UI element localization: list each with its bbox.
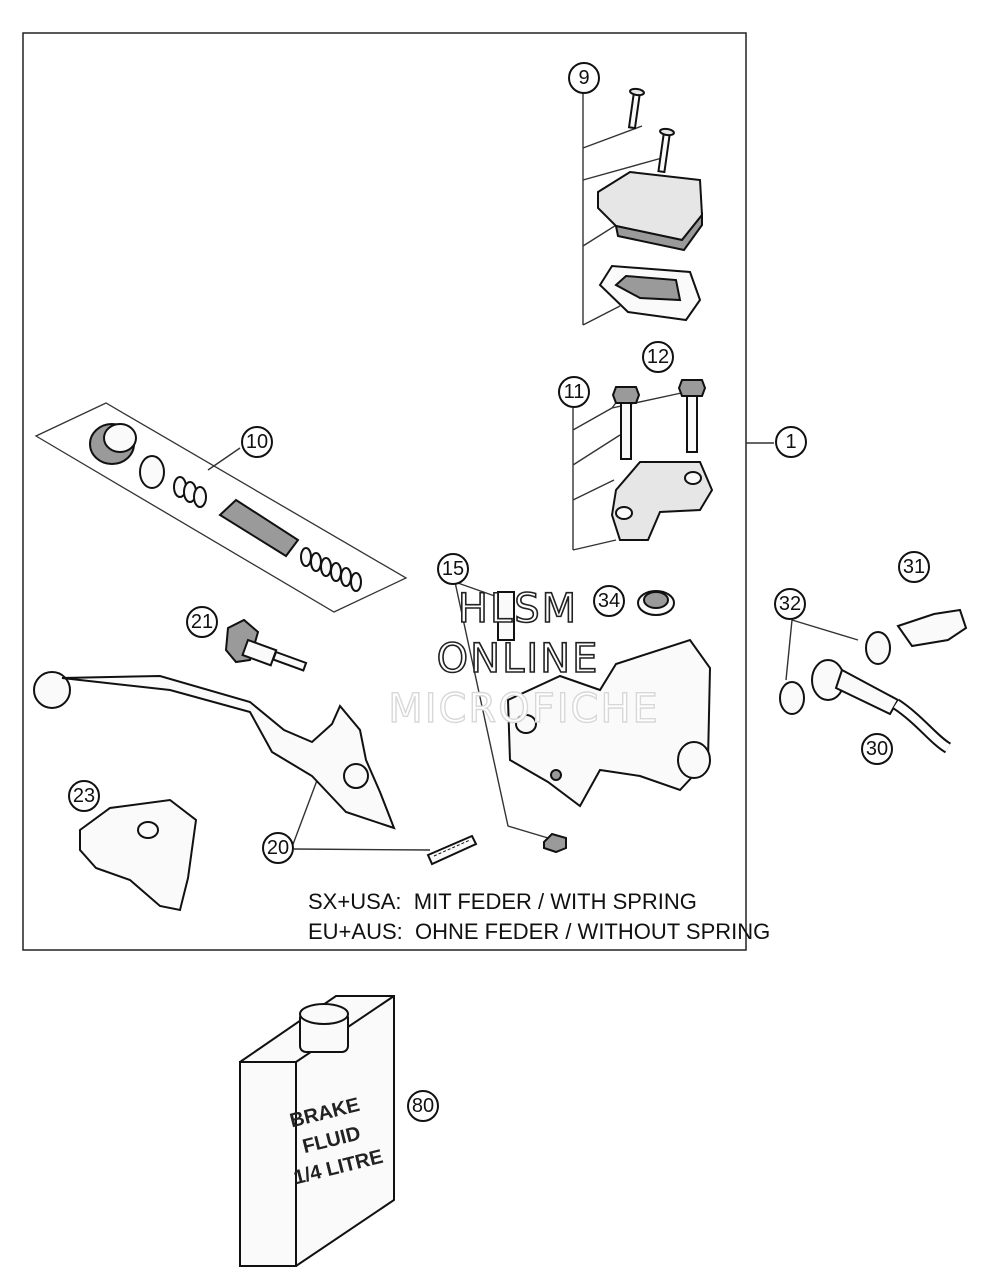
callout-31[interactable]: 31 (898, 551, 930, 583)
assembly-frame (22, 32, 747, 951)
part-lever-cover (79, 798, 198, 912)
part-brake-fluid-can: BRAKE FLUID 1/4 LITRE (239, 995, 395, 1267)
callout-label: 15 (442, 558, 464, 580)
callout-23[interactable]: 23 (68, 780, 100, 812)
watermark-line3: MICROFICHE (388, 686, 660, 732)
callout-9[interactable]: 9 (568, 62, 600, 94)
callout-label: 20 (267, 837, 289, 859)
part-adjuster-screw (224, 618, 308, 672)
callout-label: 10 (246, 431, 268, 453)
callout-11[interactable]: 11 (558, 376, 590, 408)
watermark-line2: ONLINE (437, 636, 600, 682)
spring-note-line1: SX+USA: MIT FEDER / WITH SPRING (308, 889, 697, 914)
callout-label: 30 (866, 738, 888, 760)
callout-20[interactable]: 20 (262, 832, 294, 864)
callout-label: 32 (779, 593, 801, 615)
callout-80[interactable]: 80 (407, 1090, 439, 1122)
callout-21[interactable]: 21 (186, 606, 218, 638)
callout-30[interactable]: 30 (861, 733, 893, 765)
callout-label: 1 (785, 431, 796, 453)
spring-note-line2: EU+AUS: OHNE FEDER / WITHOUT SPRING (308, 919, 770, 944)
part-piston-kit (34, 402, 408, 613)
callout-label: 23 (73, 785, 95, 807)
watermark-line1: HLSM (458, 586, 578, 632)
callout-34[interactable]: 34 (593, 585, 625, 617)
callout-15[interactable]: 15 (437, 553, 469, 585)
callout-label: 11 (564, 381, 585, 403)
part-reservoir-cover-kit (582, 87, 704, 326)
part-handlebar-clamp (572, 379, 714, 551)
part-brake-line (779, 608, 968, 754)
callout-10[interactable]: 10 (241, 426, 273, 458)
callout-label: 80 (412, 1095, 434, 1117)
part-master-cylinder-body (454, 581, 712, 854)
callout-label: 34 (598, 590, 620, 612)
callout-label: 9 (578, 67, 589, 89)
callout-label: 12 (647, 346, 669, 368)
callout-label: 31 (903, 556, 925, 578)
callout-label: 21 (191, 611, 213, 633)
callout-1[interactable]: 1 (775, 426, 807, 458)
part-brake-lever (33, 671, 478, 866)
callout-12[interactable]: 12 (642, 341, 674, 373)
callout-32[interactable]: 32 (774, 588, 806, 620)
